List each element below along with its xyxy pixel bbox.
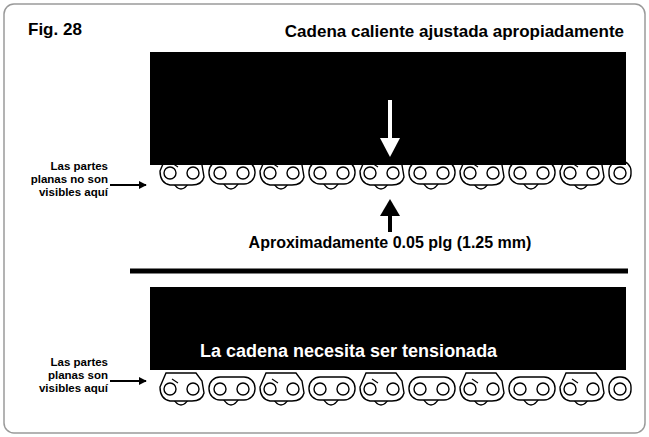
bar-text: La cadena necesita ser tensionada [200,341,497,362]
chain-bottom [160,373,631,405]
dimension-label: Aproximadamente 0.05 plg (1.25 mm) [180,234,600,252]
side-label: Las partes planas son visibles aquí [14,356,108,396]
guide-bar-bottom [150,287,626,370]
leader-arrow [110,184,146,186]
figure-title: Fig. 28 [28,20,82,40]
arrow-down [388,100,392,140]
guide-bar: Cadena caliente ajustada apropiadamente [150,52,626,165]
guide-bar: La cadena necesita ser tensionada [150,287,626,370]
side-label: Las partes planas no son visibles aquí [14,160,108,200]
heading-text: Cadena caliente ajustada apropiadamente [285,22,624,42]
leader-arrow [110,380,146,382]
arrow-up [388,214,392,232]
separator [130,269,628,274]
frame [4,4,645,433]
guide-bar-top [150,52,626,165]
arrow-head [380,138,400,157]
arrow-head [380,199,400,216]
